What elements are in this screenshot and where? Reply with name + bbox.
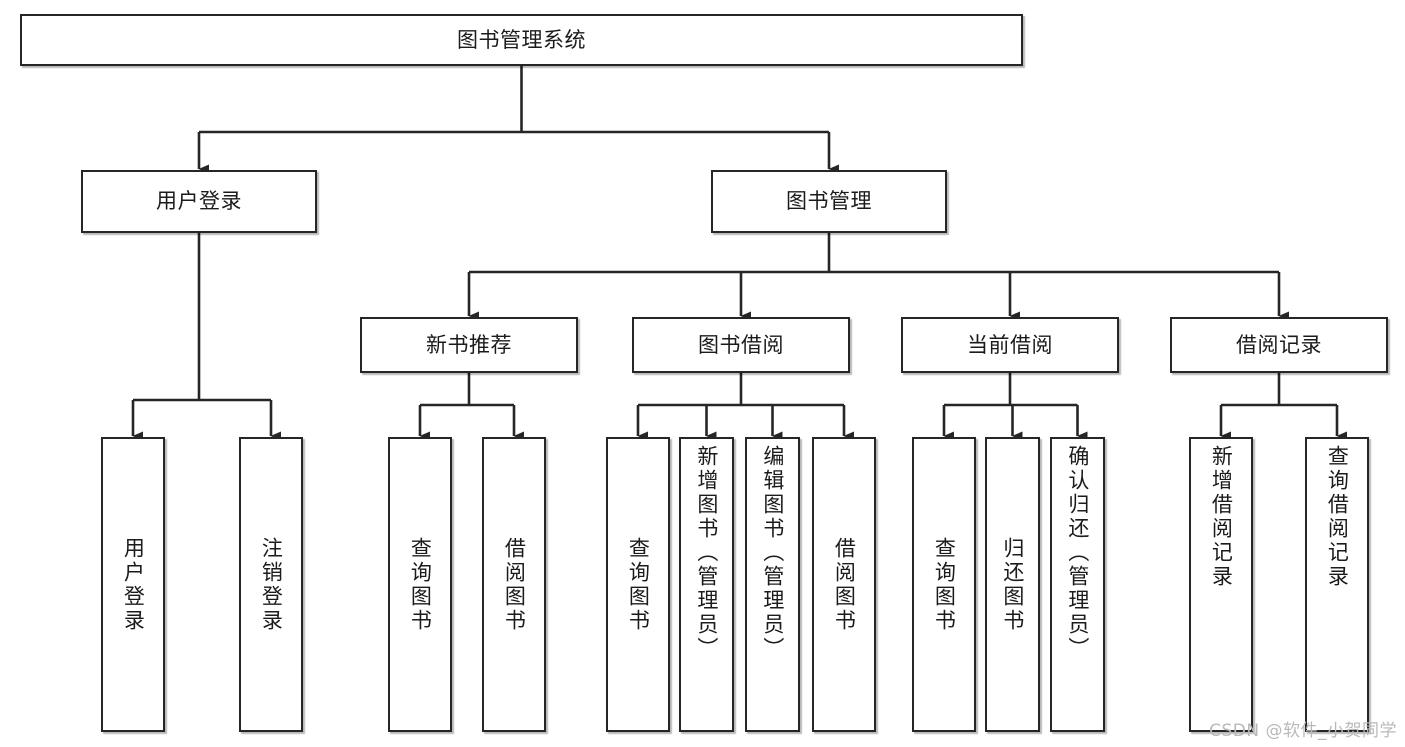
node-label: 借阅图书: [502, 536, 527, 633]
node-leaf-borrow-query[interactable]: 查询图书: [606, 437, 670, 732]
node-label: 用户登录: [121, 536, 146, 633]
node-label: 归还图书: [1000, 536, 1025, 633]
node-label: 确认归还（管理员）: [1065, 445, 1090, 661]
node-leaf-rec-add[interactable]: 新增借阅记录: [1189, 437, 1253, 732]
node-leaf-borrow-add[interactable]: 新增图书（管理员）: [679, 437, 734, 732]
node-label: 借阅记录: [1236, 332, 1322, 357]
node-leaf-rec-borrow[interactable]: 借阅图书: [482, 437, 546, 732]
node-label: 用户登录: [156, 189, 242, 214]
node-label: 查询图书: [932, 536, 957, 633]
node-leaf-cur-query[interactable]: 查询图书: [912, 437, 976, 732]
node-leaf-borrow-edit[interactable]: 编辑图书（管理员）: [745, 437, 800, 732]
node-label: 图书管理: [786, 189, 872, 214]
node-leaf-rec-search[interactable]: 查询借阅记录: [1305, 437, 1369, 732]
node-user-login[interactable]: 用户登录: [81, 170, 317, 233]
node-label: 注销登录: [259, 536, 284, 633]
node-leaf-user-logout[interactable]: 注销登录: [239, 437, 303, 732]
node-leaf-cur-return[interactable]: 归还图书: [985, 437, 1040, 732]
node-label: 新书推荐: [426, 332, 512, 357]
node-leaf-user-login[interactable]: 用户登录: [101, 437, 165, 732]
node-book-borrow[interactable]: 图书借阅: [632, 317, 850, 373]
node-new-book-rec[interactable]: 新书推荐: [360, 317, 578, 373]
node-root[interactable]: 图书管理系统: [20, 14, 1023, 66]
node-label: 图书管理系统: [457, 27, 586, 52]
node-label: 编辑图书（管理员）: [760, 445, 785, 661]
node-label: 借阅图书: [832, 536, 857, 633]
node-borrow-record[interactable]: 借阅记录: [1170, 317, 1388, 373]
node-book-manage[interactable]: 图书管理: [711, 170, 947, 233]
node-label: 图书借阅: [698, 332, 784, 357]
node-leaf-borrow-do[interactable]: 借阅图书: [812, 437, 876, 732]
node-current-borrow[interactable]: 当前借阅: [901, 317, 1119, 373]
node-label: 新增图书（管理员）: [694, 445, 719, 661]
node-label: 新增借阅记录: [1209, 445, 1234, 589]
node-label: 查询图书: [626, 536, 651, 633]
node-label: 查询借阅记录: [1325, 445, 1350, 589]
node-leaf-rec-query[interactable]: 查询图书: [388, 437, 452, 732]
node-leaf-cur-confirm[interactable]: 确认归还（管理员）: [1050, 437, 1105, 732]
node-label: 当前借阅: [967, 332, 1053, 357]
node-label: 查询图书: [408, 536, 433, 633]
